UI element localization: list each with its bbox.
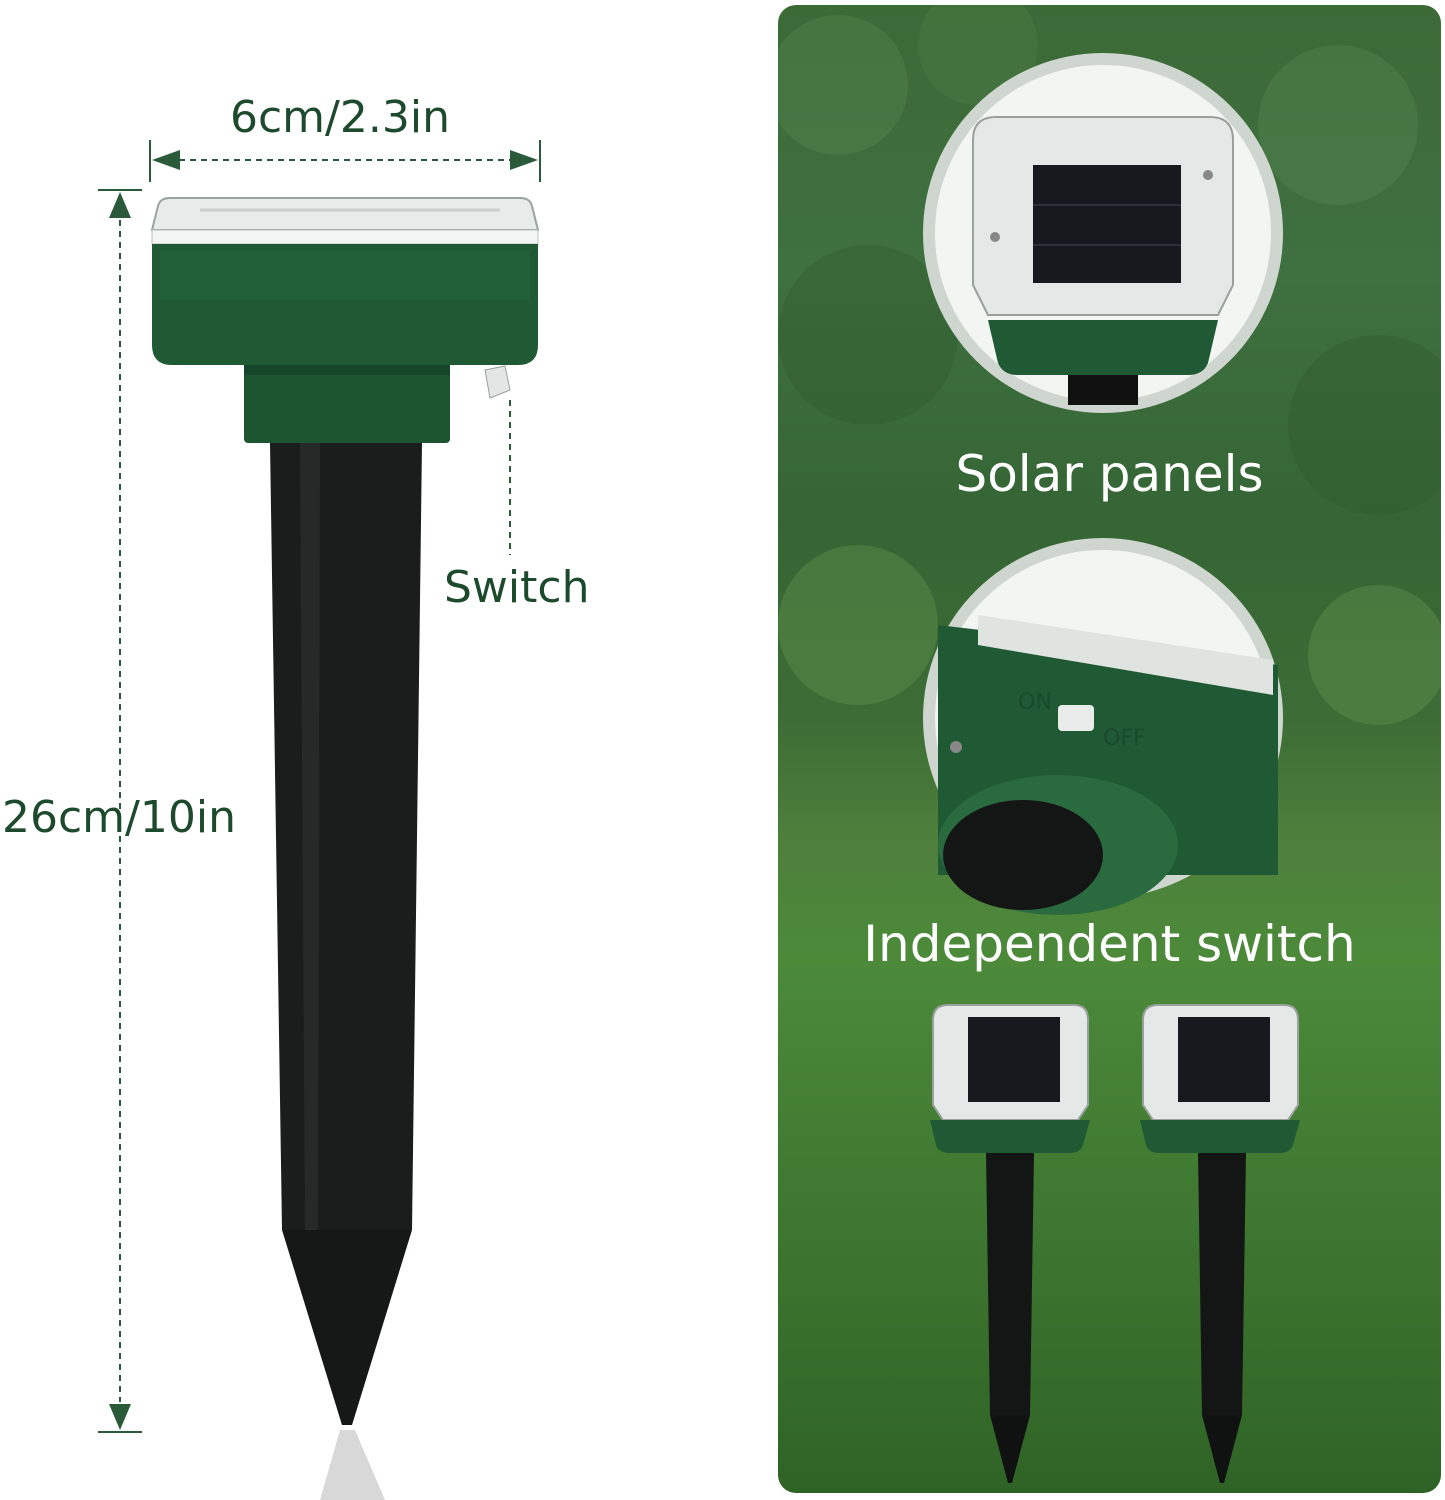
stake-right <box>1140 1004 1300 1483</box>
foliage-texture <box>778 5 1441 725</box>
width-label: 6cm/2.3in <box>230 92 450 143</box>
switch-label: Switch <box>444 562 590 613</box>
height-label: 26cm/10in <box>2 792 236 843</box>
independent-switch-caption: Independent switch <box>863 915 1356 973</box>
switch-off-text: OFF <box>1103 726 1146 751</box>
stake-pair-illustration <box>930 1004 1300 1483</box>
height-arrow-icon <box>98 189 142 1433</box>
feature-panel: ON OFF Solar panels Independent switch <box>778 5 1441 1493</box>
solar-panels-caption: Solar panels <box>955 445 1264 503</box>
device-illustration <box>150 197 540 1500</box>
width-arrow-icon <box>149 140 541 182</box>
switch-closeup: ON OFF <box>923 538 1283 915</box>
stake-left <box>930 1004 1090 1483</box>
product-dimension-diagram <box>98 140 541 1500</box>
feature-panel-art: ON OFF <box>778 5 1441 1483</box>
solar-panel-closeup <box>923 53 1283 413</box>
switch-on-text: ON <box>1018 690 1052 715</box>
